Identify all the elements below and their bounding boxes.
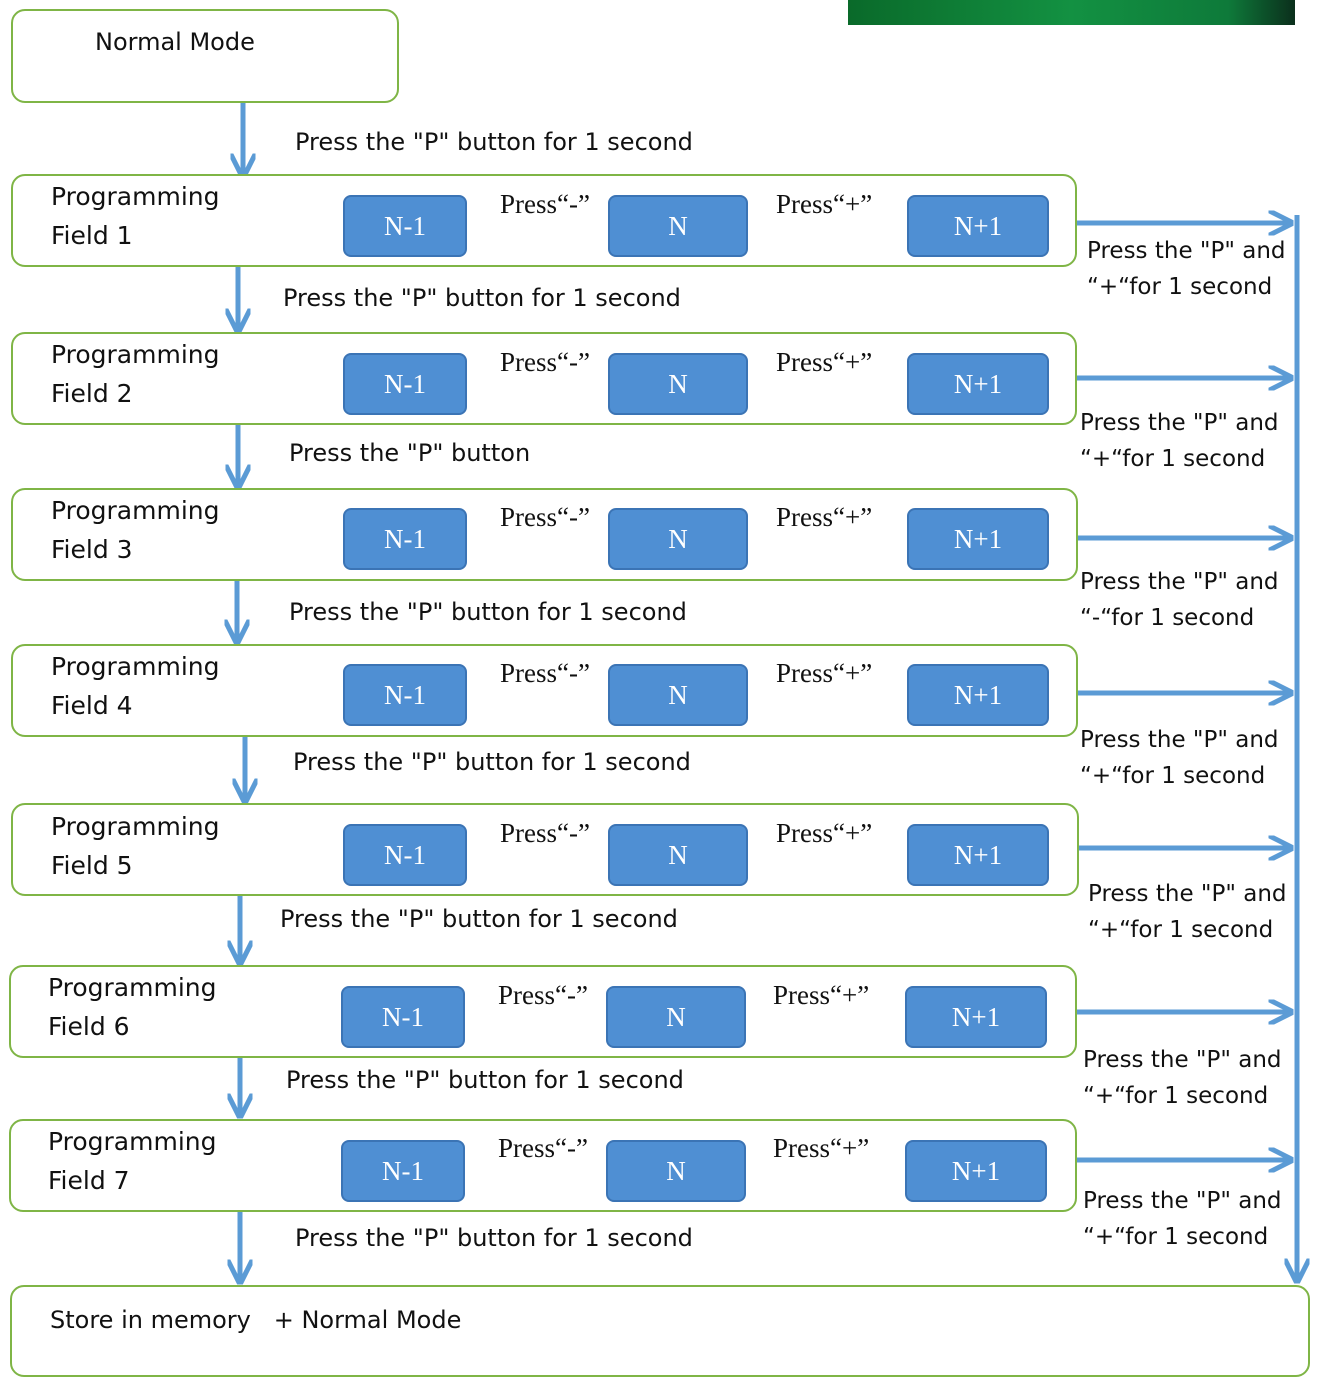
press-minus-label-field-4: Press“-” bbox=[500, 658, 590, 688]
exit-label-field-6-line-2: “+“for 1 second bbox=[1083, 1083, 1269, 1109]
press-minus-label-field-6: Press“-” bbox=[498, 980, 588, 1010]
n-box-field-3: N bbox=[608, 508, 748, 570]
n-minus-1-box-field-2: N-1 bbox=[343, 353, 467, 415]
n-minus-1-box-field-7: N-1 bbox=[341, 1140, 465, 1202]
n-box-field-4: N bbox=[608, 664, 748, 726]
exit-label-field-4-line-1: Press the "P" and bbox=[1080, 727, 1279, 753]
field-7-title: Programming Field 7 bbox=[48, 1127, 217, 1195]
press-plus-label-field-6: Press“+” bbox=[773, 980, 870, 1010]
press-plus-label-field-5: Press“+” bbox=[776, 818, 873, 848]
exit-label-field-2-line-1: Press the "P" and bbox=[1080, 410, 1279, 436]
n-box-field-6: N bbox=[606, 986, 746, 1048]
exit-label-field-3-line-1: Press the "P" and bbox=[1080, 569, 1279, 595]
n-box-field-7: N bbox=[606, 1140, 746, 1202]
programming-field-2-box bbox=[11, 332, 1077, 425]
press-minus-label-field-5: Press“-” bbox=[500, 818, 590, 848]
n-box-field-1: N bbox=[608, 195, 748, 257]
exit-label-field-1-line-2: “+“for 1 second bbox=[1087, 274, 1273, 300]
step-label-4: Press the "P" button for 1 second bbox=[293, 748, 691, 776]
press-minus-label-field-3: Press“-” bbox=[500, 502, 590, 532]
n-plus-1-box-field-3: N+1 bbox=[907, 508, 1049, 570]
n-minus-1-box-field-1: N-1 bbox=[343, 195, 467, 257]
programming-field-6-box bbox=[9, 965, 1077, 1058]
store-in-memory-label: Store in memory + Normal Mode bbox=[50, 1306, 462, 1334]
press-plus-label-field-2: Press“+” bbox=[776, 347, 873, 377]
press-minus-label-field-2: Press“-” bbox=[500, 347, 590, 377]
step-label-5: Press the "P" button for 1 second bbox=[280, 905, 678, 933]
field-3-title: Programming Field 3 bbox=[51, 496, 220, 564]
step-label-1: Press the "P" button for 1 second bbox=[283, 284, 681, 312]
field-5-title: Programming Field 5 bbox=[51, 812, 220, 880]
exit-label-field-4-line-2: “+“for 1 second bbox=[1080, 763, 1266, 789]
n-plus-1-box-field-7: N+1 bbox=[905, 1140, 1047, 1202]
exit-label-field-5-line-1: Press the "P" and bbox=[1088, 881, 1287, 907]
step-label-2: Press the "P" button bbox=[289, 439, 531, 467]
press-minus-label-field-7: Press“-” bbox=[498, 1133, 588, 1163]
programming-field-5-box bbox=[11, 803, 1079, 896]
step-label-6: Press the "P" button for 1 second bbox=[286, 1066, 684, 1094]
n-plus-1-box-field-5: N+1 bbox=[907, 824, 1049, 886]
field-2-title: Programming Field 2 bbox=[51, 340, 220, 408]
field-6-title: Programming Field 6 bbox=[48, 973, 217, 1041]
n-plus-1-box-field-2: N+1 bbox=[907, 353, 1049, 415]
press-plus-label-field-4: Press“+” bbox=[776, 658, 873, 688]
n-box-field-2: N bbox=[608, 353, 748, 415]
programming-field-4-box bbox=[11, 644, 1078, 737]
step-label-3: Press the "P" button for 1 second bbox=[289, 598, 687, 626]
exit-label-field-5-line-2: “+“for 1 second bbox=[1088, 917, 1274, 943]
n-plus-1-box-field-6: N+1 bbox=[905, 986, 1047, 1048]
n-minus-1-box-field-6: N-1 bbox=[341, 986, 465, 1048]
press-plus-label-field-7: Press“+” bbox=[773, 1133, 870, 1163]
normal-mode-box: Normal Mode bbox=[11, 9, 399, 103]
press-plus-label-field-3: Press“+” bbox=[776, 502, 873, 532]
exit-label-field-6-line-1: Press the "P" and bbox=[1083, 1047, 1282, 1073]
exit-label-field-3-line-2: “-“for 1 second bbox=[1080, 605, 1255, 631]
step-label-7: Press the "P" button for 1 second bbox=[295, 1224, 693, 1252]
green-photo-strip-icon bbox=[848, 0, 1295, 25]
field-1-title: Programming Field 1 bbox=[51, 182, 220, 250]
press-plus-label-field-1: Press“+” bbox=[776, 189, 873, 219]
n-minus-1-box-field-5: N-1 bbox=[343, 824, 467, 886]
programming-field-1-box bbox=[11, 174, 1077, 267]
store-in-memory-box: Store in memory + Normal Mode bbox=[10, 1285, 1310, 1377]
n-box-field-5: N bbox=[608, 824, 748, 886]
exit-label-field-7-line-1: Press the "P" and bbox=[1083, 1188, 1282, 1214]
n-plus-1-box-field-4: N+1 bbox=[907, 664, 1049, 726]
n-minus-1-box-field-4: N-1 bbox=[343, 664, 467, 726]
programming-field-7-box bbox=[9, 1119, 1077, 1212]
exit-label-field-1-line-1: Press the "P" and bbox=[1087, 238, 1286, 264]
n-minus-1-box-field-3: N-1 bbox=[343, 508, 467, 570]
field-4-title: Programming Field 4 bbox=[51, 652, 220, 720]
step-label-0: Press the "P" button for 1 second bbox=[295, 128, 693, 156]
normal-mode-label: Normal Mode bbox=[95, 28, 255, 56]
n-plus-1-box-field-1: N+1 bbox=[907, 195, 1049, 257]
press-minus-label-field-1: Press“-” bbox=[500, 189, 590, 219]
exit-label-field-7-line-2: “+“for 1 second bbox=[1083, 1224, 1269, 1250]
exit-label-field-2-line-2: “+“for 1 second bbox=[1080, 446, 1266, 472]
programming-field-3-box bbox=[11, 488, 1078, 581]
